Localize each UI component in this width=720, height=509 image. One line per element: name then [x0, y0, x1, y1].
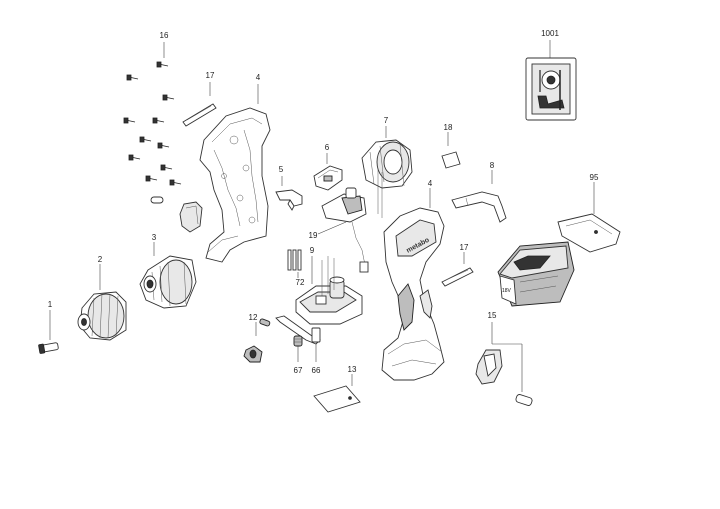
callout-1001: 1001 — [541, 29, 559, 38]
part-battery-pack: 18V — [497, 241, 575, 307]
part-2-chuck — [77, 264, 127, 341]
callout-95: 95 — [590, 173, 599, 182]
part-16-screws — [123, 42, 182, 204]
callout-18: 18 — [444, 123, 453, 132]
callout-3: 3 — [152, 233, 157, 242]
part-13-sheet — [313, 374, 361, 413]
part-12 — [243, 318, 271, 363]
callout-12: 12 — [249, 313, 258, 322]
part-6 — [313, 153, 343, 191]
part-1-screw — [38, 310, 59, 354]
part-72-pins — [287, 249, 302, 278]
part-19-switch — [317, 187, 369, 273]
part-95-cover — [557, 182, 621, 253]
callout-19: 19 — [309, 231, 318, 240]
callout-4a: 4 — [256, 73, 261, 82]
callout-17a: 17 — [206, 71, 215, 80]
callout-17b: 17 — [460, 243, 469, 252]
callout-7: 7 — [384, 116, 389, 125]
part-15-belt-clip — [475, 322, 533, 406]
callout-67: 67 — [294, 366, 303, 375]
part-17-strip-lower — [441, 252, 474, 287]
callout-2: 2 — [98, 255, 103, 264]
part-3-gearbox — [139, 242, 197, 309]
part-5 — [275, 176, 303, 211]
part-18 — [441, 132, 461, 169]
callout-13: 13 — [348, 365, 357, 374]
part-8-belt-hook — [451, 170, 507, 223]
part-17-strip-upper — [182, 82, 217, 127]
part-1001-label-box — [525, 40, 577, 121]
callout-6: 6 — [325, 143, 330, 152]
callout-4b: 4 — [428, 179, 433, 188]
callout-16: 16 — [160, 31, 169, 40]
part-4-housing-right: metabo — [381, 188, 445, 381]
part-7-motor — [361, 126, 413, 218]
callout-72: 72 — [296, 278, 305, 287]
part-66 — [311, 327, 321, 362]
callout-66: 66 — [312, 366, 321, 375]
part-clip-small — [179, 201, 203, 233]
callout-15: 15 — [488, 311, 497, 320]
callout-8: 8 — [490, 161, 495, 170]
callout-1: 1 — [48, 300, 53, 309]
part-67 — [293, 335, 303, 362]
battery-label: 18V — [502, 288, 512, 294]
callout-5: 5 — [279, 165, 284, 174]
part-9-electronics — [275, 256, 363, 345]
part-4-housing-left — [199, 84, 271, 263]
callout-9: 9 — [310, 246, 315, 255]
